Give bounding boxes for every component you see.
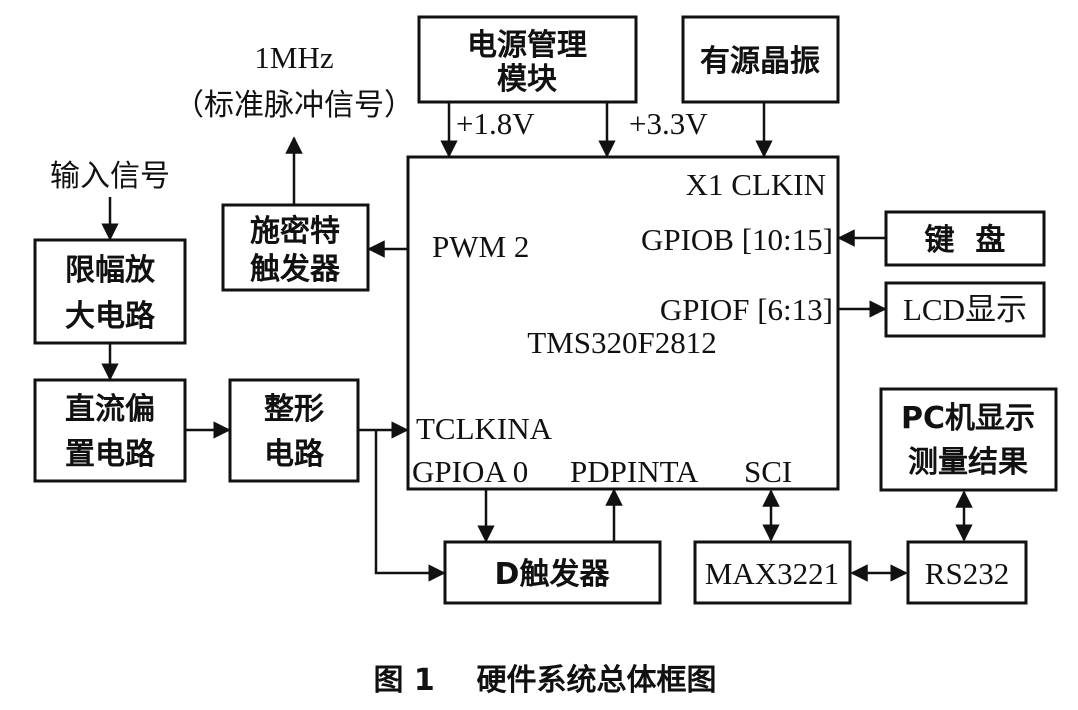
oscillator-box (681, 15, 840, 104)
limiter-label-line2: 大电路 (65, 299, 156, 334)
pc-label-line2: 测量结果 (908, 445, 1028, 480)
shaper-label-line1: 整形 (264, 392, 324, 427)
dc-bias-label-line2: 置电路 (65, 437, 156, 472)
voltage-1v8-label: +1.8V (456, 106, 535, 141)
dc-bias-box (33, 378, 187, 483)
input-signal-label: 输入信号 (50, 159, 170, 194)
shaper-box (228, 378, 360, 483)
pdpinta-pin: PDPINTA (570, 454, 699, 489)
d-flipflop-box (443, 540, 662, 605)
dsp-chip-name: TMS320F2812 (527, 325, 716, 360)
keyboard-label: 键 盘 (925, 223, 1006, 258)
tclkina-pin: TCLKINA (416, 411, 553, 446)
figure-caption: 图 1 硬件系统总体框图 (373, 663, 716, 698)
gpioa0-pin: GPIOA 0 (412, 454, 528, 489)
schmitt-label-line1: 施密特 (250, 214, 340, 249)
oscillator-label: 有源晶振 (700, 44, 820, 79)
gpiof-pin: GPIOF [6:13] (660, 292, 833, 327)
dff-label: D触发器 (495, 557, 611, 592)
x1clkin-pin: X1 CLKIN (686, 167, 826, 202)
pwm2-pin: PWM 2 (432, 229, 529, 264)
power-management-box (417, 15, 638, 104)
lcd-label: LCD显示 (903, 292, 1027, 327)
pc-label-line1: PC机显示 (901, 401, 1035, 436)
pc-display-box (879, 387, 1058, 492)
dc-bias-label-line1: 直流偏 (65, 392, 155, 427)
voltage-3v3-label: +3.3V (629, 106, 708, 141)
shaper-to-dff-arrow (374, 430, 446, 582)
rs232-box (906, 540, 1028, 605)
max3221-label: MAX3221 (705, 556, 839, 591)
limiter-label-line1: 限幅放 (65, 253, 156, 288)
standard-pulse-label: （标准脉冲信号） (174, 88, 414, 123)
rs232-label: RS232 (925, 556, 1009, 591)
power-label-line1: 电源管理 (467, 28, 587, 63)
gpiob-pin: GPIOB [10:15] (641, 222, 833, 257)
dsp-chip-box (406, 155, 840, 491)
power-label-line2: 模块 (497, 62, 557, 97)
shaper-label-line2: 电路 (264, 437, 325, 472)
max3221-box (693, 540, 852, 605)
schmitt-label-line2: 触发器 (250, 252, 341, 287)
sci-pin: SCI (744, 454, 792, 489)
clock-1mhz-label: 1MHz (254, 40, 333, 75)
